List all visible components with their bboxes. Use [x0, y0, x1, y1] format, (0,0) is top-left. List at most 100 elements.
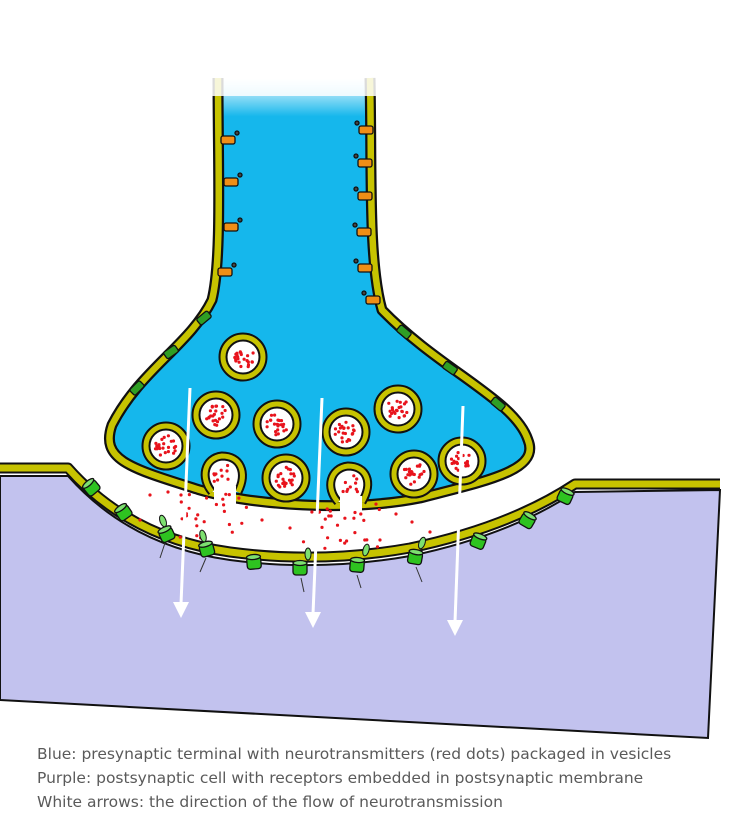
neurotransmitter-dot [342, 426, 345, 429]
neurotransmitter-dot [203, 520, 206, 523]
neurotransmitter-dot [237, 497, 240, 500]
neurotransmitter-dot [352, 474, 355, 477]
neurotransmitter-dot [266, 425, 269, 428]
neurotransmitter-dot [221, 498, 224, 501]
neurotransmitter-dot [340, 436, 343, 439]
neurotransmitter-dot [273, 414, 276, 417]
neurotransmitter-dot [365, 538, 368, 541]
neurotransmitter-dot [281, 425, 284, 428]
neurotransmitter-dot [422, 470, 425, 473]
neurotransmitter-dot [162, 442, 165, 445]
neurotransmitter-dot [354, 482, 357, 485]
neurotransmitter-dot [394, 512, 397, 515]
neurotransmitter-dot [355, 488, 358, 491]
neurotransmitter-dot [238, 361, 241, 364]
neurotransmitter-dot [212, 419, 215, 422]
neurotransmitter-dot [327, 514, 330, 517]
ligand-binding [305, 548, 311, 560]
neurotransmitter-dot [160, 438, 163, 441]
neurotransmitter-dot [451, 462, 454, 465]
receptor [198, 540, 215, 558]
receptor [293, 561, 307, 576]
neurotransmitter-dot [455, 467, 458, 470]
neurotransmitter-dot [282, 429, 285, 432]
neurotransmitter-dot [323, 547, 326, 550]
neurotransmitter-dot [398, 416, 401, 419]
neurotransmitter-dot [351, 424, 354, 427]
neurotransmitter-dot [401, 410, 404, 413]
neurotransmitter-dot [404, 476, 407, 479]
neurotransmitter-dot [222, 503, 225, 506]
neurotransmitter-dot [211, 405, 214, 408]
neurotransmitter-dot [228, 493, 231, 496]
neurotransmitter-dot [159, 453, 162, 456]
neurotransmitter-dot [158, 447, 161, 450]
neurotransmitter-dot [208, 416, 211, 419]
neurotransmitter-dot [240, 522, 243, 525]
neurotransmitter-dot [281, 482, 284, 485]
vesicle [266, 458, 306, 498]
neurotransmitter-dot [324, 518, 327, 521]
neurotransmitter-dot [245, 506, 248, 509]
neurotransmitter-dot [155, 445, 158, 448]
neurotransmitter-dot [403, 468, 406, 471]
neurotransmitter-dot [302, 540, 305, 543]
neurotransmitter-dot [236, 357, 239, 360]
neurotransmitter-dot [409, 483, 412, 486]
receptor [407, 548, 423, 565]
neurotransmitter-dot [213, 473, 216, 476]
vesicle [223, 337, 263, 377]
neurotransmitter-dot [353, 511, 356, 514]
neurotransmitter-dot [320, 526, 323, 529]
neurotransmitter-dot [344, 481, 347, 484]
neurotransmitter-dot [161, 447, 164, 450]
neurotransmitter-dot [220, 412, 223, 415]
neurotransmitter-dot [278, 485, 281, 488]
neurotransmitter-dot [396, 400, 399, 403]
neurotransmitter-dot [362, 519, 365, 522]
neurotransmitter-dot [285, 466, 288, 469]
neurotransmitter-dot [410, 471, 413, 474]
neurotransmitter-dot [180, 500, 183, 503]
neurotransmitter-dot [239, 350, 242, 353]
vesicle [394, 454, 434, 494]
neurotransmitter-dot [138, 518, 141, 521]
neurotransmitter-dot [226, 478, 229, 481]
neurotransmitter-dot [399, 401, 402, 404]
neurotransmitter-dot [419, 473, 422, 476]
caption: Blue: presynaptic terminal with neurotra… [37, 742, 671, 814]
neurotransmitter-dot [221, 416, 224, 419]
neurotransmitter-dot [239, 365, 242, 368]
neurotransmitter-dot [410, 520, 413, 523]
neurotransmitter-dot [310, 510, 313, 513]
neurotransmitter-dot [289, 472, 292, 475]
neurotransmitter-dot [355, 477, 358, 480]
neurotransmitter-dot [353, 531, 356, 534]
neurotransmitter-dot [345, 440, 348, 443]
synapse-diagram [0, 0, 736, 740]
neurotransmitter-dot [225, 469, 228, 472]
neurotransmitter-dot [405, 400, 408, 403]
neurotransmitter-dot [395, 409, 398, 412]
neurotransmitter-dot [343, 517, 346, 520]
neurotransmitter-dot [228, 523, 231, 526]
neurotransmitter-dot [276, 419, 279, 422]
vesicle [378, 389, 418, 429]
neurotransmitter-dot [179, 536, 182, 539]
neurotransmitter-dot [387, 402, 390, 405]
neurotransmitter-dot [349, 485, 352, 488]
neurotransmitter-dot [329, 510, 332, 513]
neurotransmitter-dot [247, 363, 250, 366]
neurotransmitter-dot [408, 468, 411, 471]
neurotransmitter-dot [172, 452, 175, 455]
neurotransmitter-dot [413, 473, 416, 476]
neurotransmitter-dot [226, 464, 229, 467]
neurotransmitter-dot [218, 417, 221, 420]
neurotransmitter-dot [378, 508, 381, 511]
neurotransmitter-dot [220, 469, 223, 472]
neurotransmitter-dot [342, 490, 345, 493]
neurotransmitter-dot [467, 464, 470, 467]
neurotransmitter-dot [343, 542, 346, 545]
neurotransmitter-dot [293, 474, 296, 477]
neurotransmitter-dot [338, 423, 341, 426]
